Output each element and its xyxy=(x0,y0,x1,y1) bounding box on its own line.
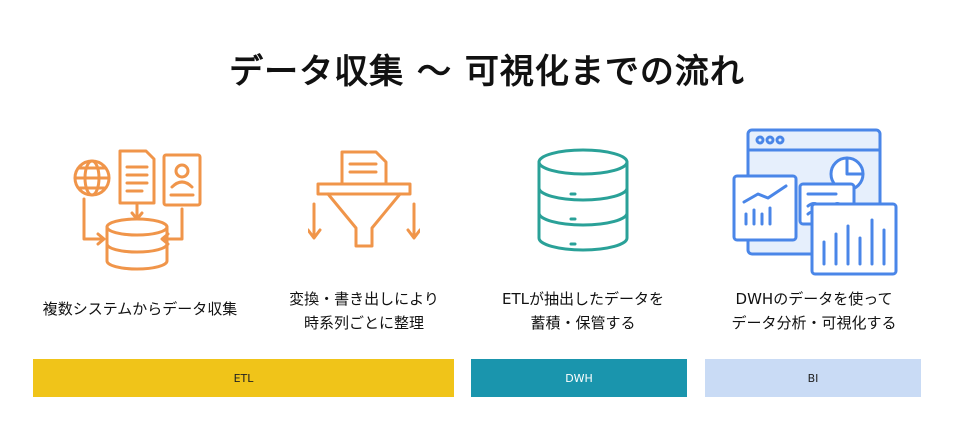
database-icon xyxy=(537,148,629,252)
dwh-bar-label: DWH xyxy=(565,371,593,385)
data-sources-icon xyxy=(73,149,202,271)
page-title: データ収集 〜 可視化までの流れ xyxy=(229,52,745,92)
step-caption-visualize: DWHのデータを使って データ分析・可視化する xyxy=(731,290,897,332)
step-caption-store: ETLが抽出したデータを 蓄積・保管する xyxy=(502,290,664,332)
etl-bar: ETL xyxy=(33,359,454,397)
dashboard-icon xyxy=(732,128,898,276)
etl-bar-label: ETL xyxy=(233,371,254,385)
bi-bar: BI xyxy=(705,359,921,397)
dwh-bar: DWH xyxy=(471,359,687,397)
step-caption-collect: 複数システムからデータ収集 xyxy=(42,300,238,318)
bi-bar-label: BI xyxy=(807,371,819,385)
step-caption-transform: 変換・書き出しにより 時系列ごとに整理 xyxy=(289,290,439,332)
funnel-icon xyxy=(308,150,420,248)
